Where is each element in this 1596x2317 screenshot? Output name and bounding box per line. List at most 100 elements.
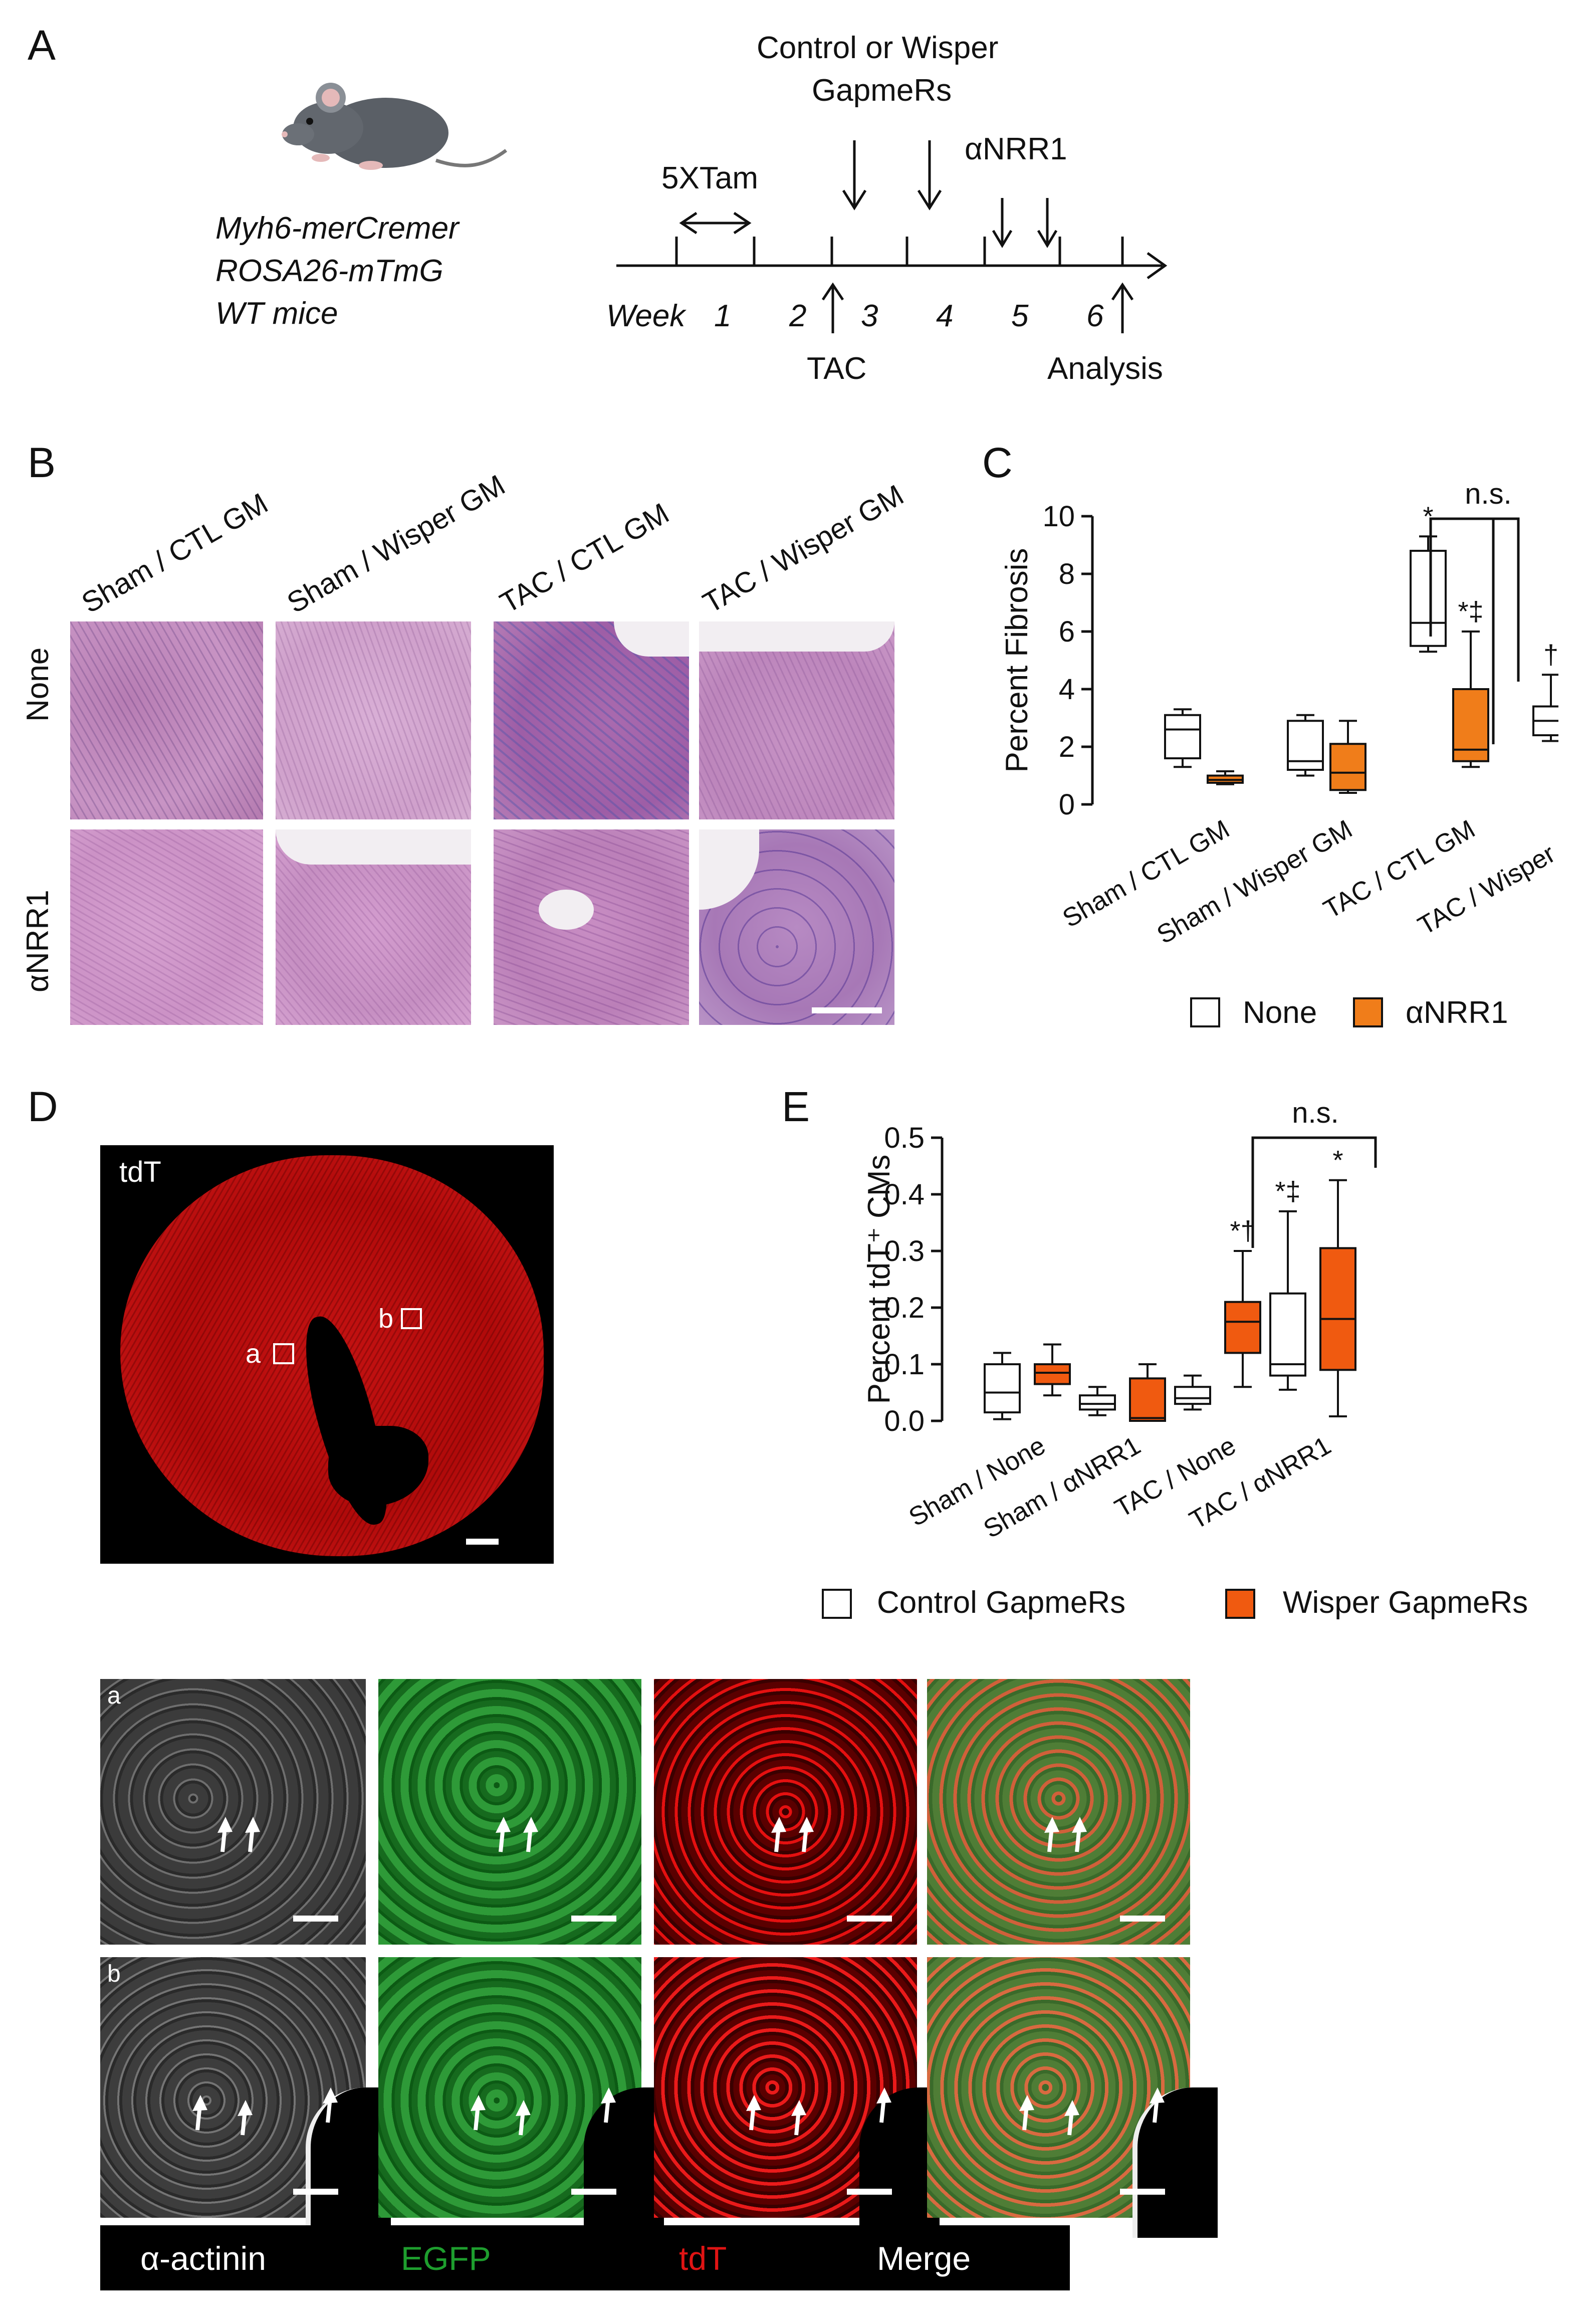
tac-label: TAC <box>807 351 867 386</box>
row-label-b: b <box>107 1961 121 1987</box>
antibody-label: αNRR1 <box>965 132 1067 166</box>
box-2-0 <box>1410 535 1447 653</box>
arrow-head <box>771 1817 786 1833</box>
box-1-0 <box>1079 1386 1116 1416</box>
channel-label-egfp: EGFP <box>401 2240 491 2277</box>
legend-label-control-gapmers: Control GapmeRs <box>877 1585 1126 1620</box>
significance-marker: *‡ <box>1275 1176 1300 1206</box>
heart-channel-label: tdT <box>119 1156 161 1188</box>
y-tick-label: 4 <box>1059 673 1075 706</box>
tamoxifen-label: 5XTam <box>661 161 758 195</box>
gapmers-label-line2: GapmeRs <box>812 73 952 108</box>
mouse-line-1: Myh6-merCremer <box>215 211 459 246</box>
box-0-1 <box>1034 1343 1071 1397</box>
fluor-a-egfp <box>378 1679 641 1945</box>
box-iqr <box>1164 714 1201 759</box>
significance-marker: *‡ <box>1458 596 1483 626</box>
y-tick-label: 0.0 <box>884 1405 925 1437</box>
fluor-b-tdt <box>654 1957 940 2238</box>
arrow-head <box>192 2095 207 2111</box>
histology-tac-ctl-antibody <box>494 829 689 1025</box>
panel-label-e: E <box>782 1083 810 1130</box>
box-3-0 <box>1269 1210 1306 1391</box>
box-2-1 <box>1452 630 1489 768</box>
row-label-a: a <box>107 1682 121 1709</box>
panel-label-b: B <box>28 439 56 486</box>
y-axis-label: Percent Fibrosis <box>1000 548 1034 773</box>
y-tick-label: 0.4 <box>884 1178 925 1211</box>
box-2-0 <box>1174 1374 1211 1411</box>
arrow-head <box>1044 1817 1059 1833</box>
y-tick-label: 2 <box>1059 731 1075 763</box>
significance-marker: † <box>1543 640 1558 670</box>
arrow-head <box>217 1817 233 1833</box>
arrow-head <box>601 2087 616 2103</box>
bracket-label: n.s. <box>1465 478 1512 510</box>
significance-bracket <box>1251 1136 1377 1248</box>
box-1-1 <box>1329 720 1366 794</box>
histology-tac-wisper-antibody <box>699 829 894 1025</box>
box-iqr <box>1410 550 1447 647</box>
arrow-head <box>876 2087 891 2103</box>
legend-swatch-none <box>1190 997 1220 1027</box>
box-iqr <box>1079 1394 1116 1411</box>
arrow-head <box>791 2100 806 2116</box>
y-axis-label: Percent tdT⁺ CMs <box>862 1155 896 1404</box>
legend-swatch-wisper-gapmers <box>1225 1589 1255 1619</box>
week-1: 1 <box>714 299 732 333</box>
box-2-1 <box>1224 1250 1261 1388</box>
gapmers-label-line1: Control or Wisper <box>757 31 999 65</box>
tissue-edge <box>584 2087 664 2238</box>
heart-section-image: a b tdT <box>100 1145 554 1564</box>
arrow-head <box>799 1817 814 1833</box>
box-iqr <box>984 1363 1021 1414</box>
tissue-gap <box>699 621 894 652</box>
fluor-b-egfp <box>378 1957 664 2238</box>
significance-bracket <box>1429 517 1520 682</box>
channel-label-bar: α-actinin EGFP tdT Merge <box>100 2225 1070 2290</box>
box-iqr <box>1034 1363 1071 1385</box>
scale-bar <box>293 2189 338 2195</box>
week-2: 2 <box>789 299 807 333</box>
y-tick-label: 6 <box>1059 615 1075 648</box>
week-3: 3 <box>861 299 878 333</box>
fluor-b-actinin: b <box>100 1957 391 2238</box>
tissue-gap <box>539 890 594 930</box>
box-iqr <box>1129 1377 1166 1422</box>
y-tick-label: 0.5 <box>884 1122 925 1154</box>
scale-bar <box>571 1916 616 1922</box>
histology-sham-ctl-none <box>70 621 263 819</box>
tissue-edge <box>1132 2087 1218 2238</box>
tissue-edge <box>306 2087 391 2238</box>
histology-tac-wisper-none <box>699 621 894 819</box>
roi-label-a: a <box>246 1339 261 1369</box>
significance-marker: *† <box>1230 1216 1255 1246</box>
scale-bar <box>293 1916 338 1922</box>
analysis-label: Analysis <box>1047 351 1163 386</box>
fluor-a-actinin: a <box>100 1679 366 1945</box>
histology-tac-ctl-none <box>494 621 689 819</box>
scale-bar <box>1120 2189 1165 2195</box>
week-label: Week <box>606 299 686 333</box>
arrow-head <box>1019 2095 1034 2111</box>
box-iqr <box>1269 1292 1306 1377</box>
arrow-head <box>1150 2087 1165 2103</box>
roi-box-a <box>273 1343 294 1364</box>
legend-label-antibody: αNRR1 <box>1406 995 1508 1030</box>
scale-bar <box>847 2189 892 2195</box>
fluor-a-merge <box>927 1679 1190 1945</box>
channel-label-actinin: α-actinin <box>140 2240 266 2277</box>
scale-bar <box>466 1539 499 1545</box>
histology-sham-wisper-none <box>276 621 471 819</box>
roi-box-b <box>401 1308 422 1329</box>
bracket-label: n.s. <box>1292 1097 1339 1129</box>
box-1-1 <box>1129 1363 1166 1422</box>
mouse-line-3: WT mice <box>215 296 338 331</box>
week-5: 5 <box>1011 299 1029 333</box>
fluor-b-merge <box>927 1957 1218 2238</box>
arrow-head <box>323 2087 338 2103</box>
roi-label-b: b <box>378 1304 394 1334</box>
week-6: 6 <box>1086 299 1104 333</box>
